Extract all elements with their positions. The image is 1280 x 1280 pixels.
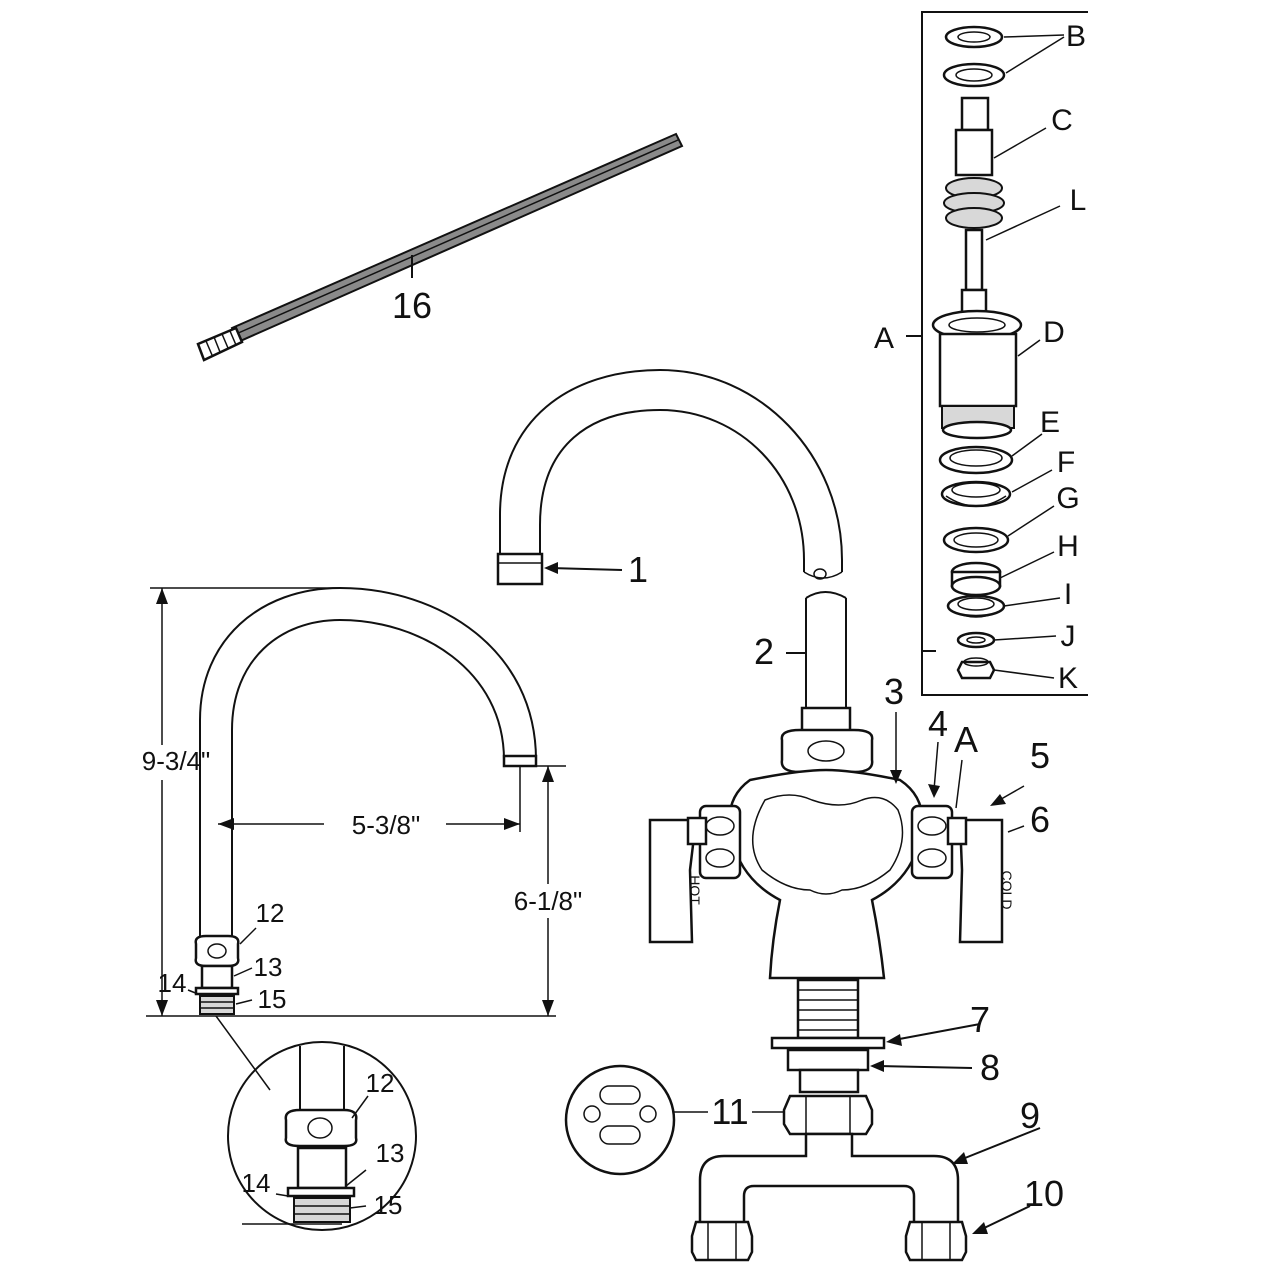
label-13: 13 — [254, 952, 283, 982]
detail-label-15: 15 — [374, 1190, 403, 1220]
label-C: C — [1051, 104, 1073, 137]
bushing-H — [950, 551, 1055, 597]
detail-label-12: 12 — [366, 1068, 395, 1098]
washer-part-7 — [770, 1023, 981, 1050]
label-G: G — [1056, 482, 1079, 515]
label-11: 11 — [711, 1091, 748, 1132]
coupling-nut-part-11 — [674, 1094, 874, 1136]
hot-handle-text: HOT — [687, 875, 703, 905]
label-F: F — [1057, 446, 1075, 479]
seat-F — [940, 469, 1053, 508]
label-D: D — [1043, 316, 1065, 349]
dim-spout-height: 6-1/8" — [514, 886, 583, 916]
washer-J — [956, 631, 1057, 649]
hot-handle: HOT — [648, 816, 708, 944]
label-5: 5 — [1030, 735, 1050, 776]
label-12: 12 — [256, 898, 285, 928]
inlet-nuts-part-10 — [690, 1205, 1031, 1262]
label-4: 4 — [928, 703, 948, 744]
label-8: 8 — [980, 1047, 1000, 1088]
dimension-lines — [146, 587, 566, 1017]
label-I: I — [1064, 578, 1072, 611]
dim-height: 9-3/4" — [142, 746, 211, 776]
label-H: H — [1057, 530, 1079, 563]
cold-handle: COLD — [946, 816, 1015, 944]
label-1: 1 — [628, 549, 648, 590]
label-14: 14 — [158, 968, 187, 998]
label-A-body: A — [954, 719, 978, 760]
label-10: 10 — [1024, 1173, 1064, 1214]
label-B: B — [1066, 20, 1086, 53]
label-3: 3 — [884, 671, 904, 712]
label-15: 15 — [258, 984, 287, 1014]
extension-rod-part-16 — [196, 132, 684, 362]
label-A-cartridge: A — [874, 322, 894, 355]
dim-reach: 5-3/8" — [352, 810, 421, 840]
riser-tube-part-2 — [786, 591, 847, 710]
leaders-3-6 — [890, 712, 1025, 833]
dimensioned-spout — [194, 586, 538, 1015]
gasket-E — [938, 433, 1043, 475]
spring-L — [943, 177, 1061, 314]
label-16: 16 — [392, 285, 432, 326]
detail-circle — [227, 1041, 417, 1231]
gooseneck-spout-part-1 — [496, 368, 843, 586]
stem-C — [954, 96, 1047, 177]
spout-label-leaders — [187, 927, 271, 1091]
label-E: E — [1040, 406, 1060, 439]
faucet-body — [698, 706, 954, 1040]
washer-G — [942, 505, 1055, 554]
cartridge-exploded-frame — [906, 11, 1088, 696]
label-6: 6 — [1030, 799, 1050, 840]
nut-K — [956, 657, 1055, 680]
label-K: K — [1058, 662, 1078, 695]
label-L: L — [1070, 184, 1087, 217]
label-J: J — [1061, 620, 1076, 653]
detail-label-13: 13 — [376, 1138, 405, 1168]
supply-arm-part-9 — [698, 1127, 1041, 1228]
label-9: 9 — [1020, 1095, 1040, 1136]
cup-I — [946, 594, 1061, 618]
locknut-part-8 — [786, 1048, 973, 1094]
detail-label-14: 14 — [242, 1168, 271, 1198]
washer-B — [942, 25, 1065, 88]
label-7: 7 — [970, 999, 990, 1040]
label-2: 2 — [754, 631, 774, 672]
cold-handle-text: COLD — [999, 871, 1015, 910]
gasket-part-11-detail — [564, 1064, 676, 1176]
bonnet-D — [931, 309, 1041, 440]
